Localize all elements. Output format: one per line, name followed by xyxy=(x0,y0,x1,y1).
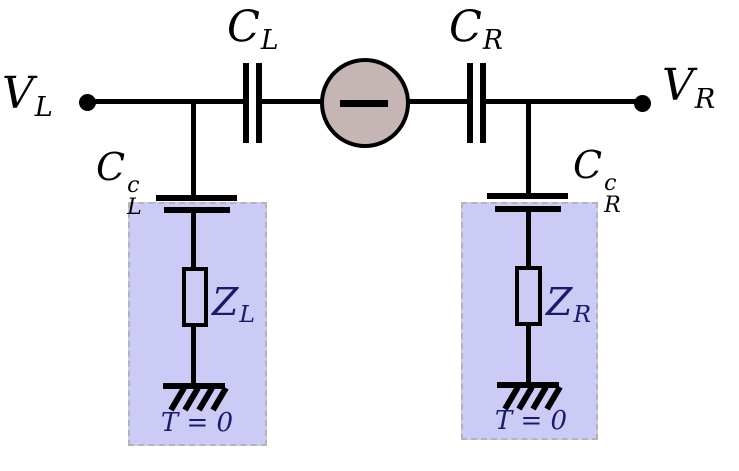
capacitor-c-left-plate-2 xyxy=(256,63,262,143)
label-c-left-sub: L xyxy=(260,24,279,56)
wire-main-right-outer xyxy=(486,99,644,104)
wire-main-right-inner xyxy=(406,99,468,104)
impedance-right xyxy=(515,266,542,326)
label-z-right: ZR xyxy=(546,283,591,327)
capacitor-coupling-left-plate-2 xyxy=(164,207,230,213)
label-c-right-sub: R xyxy=(482,24,503,56)
wire-main-left-outer xyxy=(86,99,244,104)
wire-branch-right xyxy=(526,103,531,193)
label-v-left-sub: L xyxy=(34,92,53,124)
label-v-right: VR xyxy=(662,64,716,116)
ground-symbol-right xyxy=(497,382,563,411)
wire-right-box-upper xyxy=(526,212,531,266)
label-c-left-coupling-main: C xyxy=(96,145,126,189)
label-c-right-main: C xyxy=(449,2,482,52)
label-z-right-main: Z xyxy=(546,280,573,324)
wire-branch-left xyxy=(191,103,196,196)
island-minus-bar xyxy=(340,100,388,107)
wire-left-box-lower xyxy=(191,327,196,384)
label-temperature-left: T = 0 xyxy=(160,408,234,438)
label-c-left-main: C xyxy=(227,2,260,52)
wire-left-box-upper xyxy=(191,213,196,268)
label-v-left-main: V xyxy=(2,68,34,119)
label-temperature-right: T = 0 xyxy=(494,406,568,436)
capacitor-coupling-right-plate-2 xyxy=(495,206,561,212)
label-c-right-coupling-sub: R xyxy=(604,193,621,219)
label-c-left: CL xyxy=(227,6,279,55)
label-v-left: VL xyxy=(2,72,53,124)
capacitor-c-right-plate-2 xyxy=(480,63,486,143)
label-c-right: CR xyxy=(449,6,503,55)
ground-symbol-left xyxy=(163,383,229,412)
label-c-left-coupling-sup: c xyxy=(127,173,140,199)
label-c-left-coupling-sub: L xyxy=(127,195,142,221)
label-c-right-coupling-main: C xyxy=(573,143,603,187)
capacitor-c-left-plate-1 xyxy=(243,63,249,143)
label-z-right-sub: R xyxy=(573,300,592,329)
label-v-right-main: V xyxy=(662,60,694,111)
capacitor-coupling-right-plate-1 xyxy=(487,193,568,199)
impedance-left xyxy=(182,267,208,327)
label-c-right-coupling-sup: c xyxy=(604,171,617,197)
wire-right-box-lower xyxy=(526,326,531,383)
label-v-right-sub: R xyxy=(694,84,716,116)
capacitor-c-right-plate-1 xyxy=(467,63,473,143)
label-z-left-main: Z xyxy=(212,280,239,324)
capacitor-coupling-left-plate-1 xyxy=(156,195,237,201)
label-z-left: ZL xyxy=(212,283,255,327)
wire-main-left-inner xyxy=(262,99,324,104)
label-z-left-sub: L xyxy=(239,300,256,329)
